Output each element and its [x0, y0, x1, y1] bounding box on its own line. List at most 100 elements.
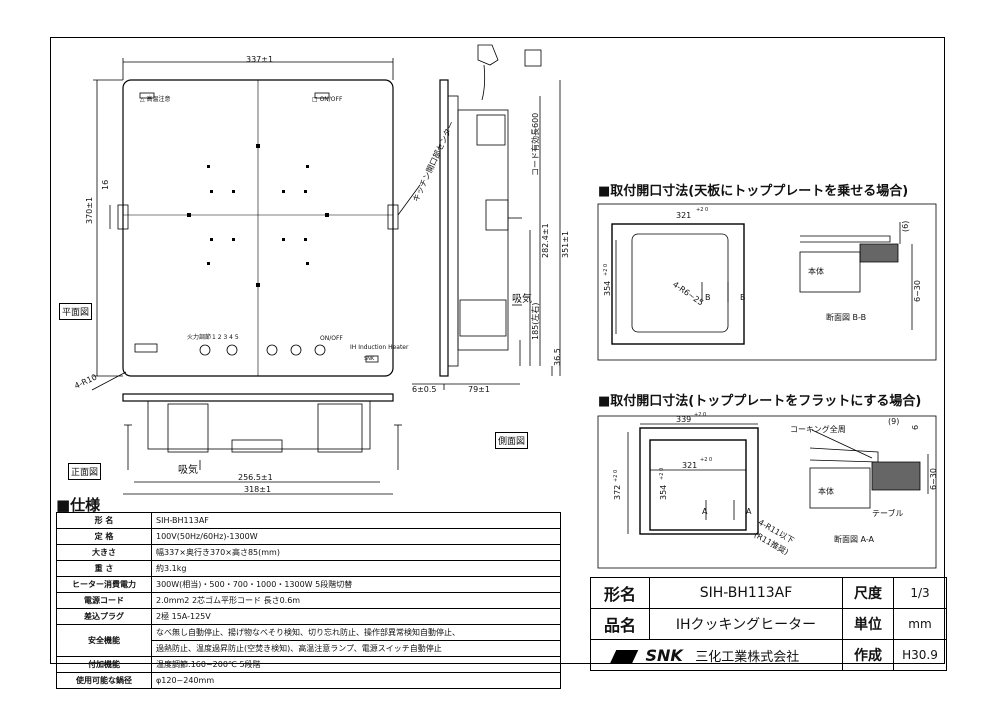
- spec-value: 過熱防止、温度過昇防止(空焚き検知)、高温注意ランプ、電源スイッチ自動停止: [151, 640, 561, 657]
- spec-key: 使用可能な鍋径: [56, 672, 152, 689]
- opening2-dim-6-30: 6~30: [929, 468, 938, 490]
- plan-dim-16: 16: [101, 179, 110, 190]
- spec-key: 大きさ: [56, 544, 152, 561]
- side-view-label: 側面図: [495, 432, 529, 449]
- spec-row: 安全機能なべ無し自動停止、揚げ物なべそり検知、切り忘れ防止、操作部異常検知自動停…: [56, 624, 561, 657]
- company-logo-icon: [609, 649, 639, 664]
- spec-key: 付加機能: [56, 656, 152, 673]
- opening2-dim-6: 6: [911, 424, 920, 430]
- opening2-title: ■取付開口寸法(トッププレートをフラットにする場合): [598, 394, 922, 409]
- opening1-body-label: 本体: [808, 267, 824, 276]
- opening2-marker-left: A: [702, 507, 708, 516]
- opening2-dim-339: 339: [676, 415, 692, 424]
- opening2-caulking: コーキング全周: [790, 425, 846, 434]
- spec-value: 100V(50Hz/60Hz)-1300W: [151, 528, 561, 545]
- unit-value: mm: [893, 608, 947, 640]
- side-cord-label: コード有効長600: [531, 112, 540, 176]
- unit-label: 単位: [842, 608, 894, 640]
- spec-value: 2.0mm2 2芯ゴム平形コード 長さ0.6m: [151, 592, 561, 609]
- opening2-dim-321: 321: [682, 461, 698, 470]
- opening2-tol-321: +2 0: [700, 457, 713, 463]
- name-value: IHクッキングヒーター: [649, 608, 843, 640]
- front-dim-256: 256.5±1: [238, 473, 273, 482]
- scale-label: 尺度: [842, 577, 894, 609]
- opening2-marker-right: A: [746, 507, 752, 516]
- opening2-dim-372: 372: [613, 484, 622, 500]
- opening1-dim-321: 321: [676, 211, 692, 220]
- spec-key: 定 格: [56, 528, 152, 545]
- spec-value: 約3.1kg: [151, 560, 561, 577]
- opening1-tol-354: +2 0: [603, 263, 609, 276]
- front-view: [122, 393, 402, 495]
- opening2-dim-354: 354: [659, 484, 668, 500]
- side-dim-6: 6±0.5: [412, 385, 437, 394]
- title-block: 形名 SIH-BH113AF 尺度 1/3 品名 IHクッキングヒーター 単位 …: [590, 577, 947, 671]
- opening2-dim-9: (9): [888, 417, 900, 426]
- scale-value: 1/3: [893, 577, 947, 609]
- company-name: 三化工業株式会社: [695, 649, 800, 665]
- opening1-dim-354: 354: [603, 280, 612, 296]
- side-dim-351: 351±1: [561, 230, 570, 258]
- plan-sub-right: SNK: [364, 356, 375, 362]
- model-label: 形名: [590, 577, 650, 609]
- plan-view: [91, 58, 421, 391]
- opening2-body-label: 本体: [818, 487, 834, 496]
- made-label: 作成: [842, 639, 894, 671]
- plan-ctrl-nums: 1 2 3 4 5: [212, 334, 239, 341]
- spec-row: 大きさ幅337×奥行き370×高さ85(mm): [56, 544, 561, 561]
- spec-value: SIH-BH113AF: [151, 512, 561, 529]
- company-cell: SNK 三化工業株式会社: [590, 639, 843, 671]
- spec-row: 重 さ約3.1kg: [56, 560, 561, 577]
- plan-panel-right-text: □ ON/OFF: [312, 96, 343, 103]
- front-view-label: 正面図: [68, 463, 102, 480]
- name-label: 品名: [590, 608, 650, 640]
- opening2-drawing: [597, 415, 937, 569]
- opening1-title: ■取付開口寸法(天板にトッププレートを乗せる場合): [598, 184, 909, 199]
- spec-key: 形 名: [56, 512, 152, 529]
- side-dim-185: 185(左右): [531, 302, 540, 340]
- spec-key: 電源コード: [56, 592, 152, 609]
- spec-value: 2極 15A-125V: [151, 608, 561, 625]
- opening1-dim-6: (6): [901, 220, 910, 232]
- opening1-marker-left: B: [705, 293, 711, 302]
- spec-key: 差込プラグ: [56, 608, 152, 625]
- plan-brand-mark: IH Induction Heater: [350, 344, 409, 351]
- opening1-marker-right: B: [740, 293, 746, 302]
- spec-row: 付加機能温度調節:160~200℃ 5段階: [56, 656, 561, 673]
- plan-view-label: 平面図: [59, 303, 93, 320]
- opening1-drawing: [597, 203, 937, 361]
- opening1-tol-321: +2 0: [696, 207, 709, 213]
- opening2-table-label: テーブル: [872, 509, 904, 518]
- plan-dim-width: 337±1: [246, 55, 274, 64]
- side-intake-label: 吸気: [512, 294, 532, 305]
- plan-ctrl-label: 火力調節: [187, 334, 212, 341]
- opening1-dim-6-30: 6~30: [913, 280, 922, 302]
- spec-value: 300W(相当)・500・700・1000・1300W 5段階切替: [151, 576, 561, 593]
- spec-value: 温度調節:160~200℃ 5段階: [151, 656, 561, 673]
- front-intake-label: 吸気: [178, 465, 198, 476]
- side-dim-282: 282.4±1: [541, 223, 550, 258]
- spec-key: 重 さ: [56, 560, 152, 577]
- spec-value: φ120~240mm: [151, 672, 561, 689]
- made-value: H30.9: [893, 639, 947, 671]
- opening2-tol-354: +2 0: [659, 467, 665, 480]
- spec-key: 安全機能: [56, 624, 152, 657]
- opening2-tol-339: +2 0: [694, 412, 707, 418]
- opening2-section-caption: 断面図 A-A: [834, 535, 875, 544]
- spec-value: なべ無し自動停止、揚げ物なべそり検知、切り忘れ防止、操作部異常検知自動停止、: [151, 624, 561, 641]
- model-value: SIH-BH113AF: [649, 577, 843, 609]
- side-view: [412, 44, 561, 390]
- side-dim-79: 79±1: [468, 385, 490, 394]
- plan-ctrl-label2: ON/OFF: [320, 335, 343, 342]
- spec-key: ヒーター消費電力: [56, 576, 152, 593]
- front-dim-318: 318±1: [244, 485, 272, 494]
- plan-dim-depth: 370±1: [85, 196, 94, 224]
